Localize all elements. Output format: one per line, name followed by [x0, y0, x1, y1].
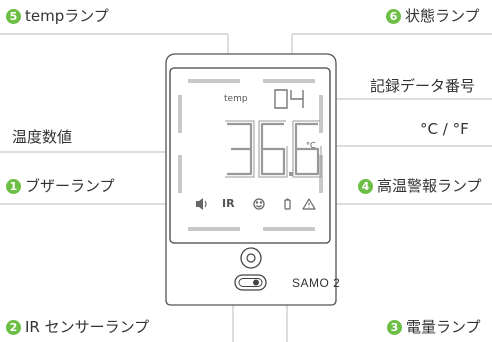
battery-icon	[284, 198, 291, 210]
temp-decimal-point	[289, 172, 293, 176]
warning-icon	[302, 198, 316, 210]
status-bar-left-upper	[178, 95, 182, 133]
status-bar-bottom-left	[188, 227, 240, 231]
slide-switch	[234, 274, 267, 291]
label-status-lamp-text: 状態ランプ	[405, 7, 480, 25]
temp-digit-3	[227, 122, 253, 176]
label-temperature-value: 温度数値	[12, 128, 73, 146]
label-buzzer-lamp: 1 ブザーランプ	[6, 177, 115, 195]
status-bar-left-lower	[178, 155, 182, 193]
label-status-lamp: 6 状態ランプ	[386, 7, 480, 25]
status-bar-bottom-right	[263, 227, 315, 231]
record-number-digits-art	[274, 89, 304, 109]
label-high-temp-alarm-lamp: 4 高温警報ランプ	[358, 177, 482, 195]
callout-number-5: 5	[6, 9, 21, 24]
label-record-number: 記録データ番号	[370, 77, 476, 95]
temp-digit-3-outline	[225, 120, 255, 178]
display-temp-text: temp	[224, 94, 248, 104]
label-ir-sensor-lamp: 2 IR センサーランプ	[6, 318, 149, 336]
label-temp-lamp: 5 tempランプ	[6, 7, 109, 25]
temp-digit-6b	[294, 122, 320, 176]
smiley-icon	[253, 198, 265, 210]
callout-number-6: 6	[386, 9, 401, 24]
display-ir-text: IR	[222, 197, 235, 210]
display-unit-symbol: °C	[306, 141, 316, 150]
power-button	[240, 247, 262, 269]
label-battery-lamp-text: 電量ランプ	[406, 318, 481, 336]
temp-digit-6b-outline	[292, 120, 322, 178]
record-digit-0	[274, 89, 288, 109]
label-ir-sensor-lamp-text: IR センサーランプ	[25, 318, 150, 336]
callout-number-4: 4	[358, 179, 373, 194]
callout-number-2: 2	[6, 320, 21, 335]
device-brand: SAMO 2	[292, 276, 341, 290]
record-digit-4	[290, 90, 304, 108]
temp-digit-6a	[260, 122, 286, 176]
status-bar-right-upper	[319, 95, 323, 133]
label-high-temp-alarm-lamp-text: 高温警報ランプ	[377, 177, 482, 195]
label-temp-lamp-text: tempランプ	[25, 7, 109, 25]
callout-number-3: 3	[387, 320, 402, 335]
temperature-digits-art	[225, 120, 322, 178]
icon-row	[196, 198, 316, 210]
label-unit: °C / °F	[420, 120, 469, 138]
label-buzzer-lamp-text: ブザーランプ	[25, 177, 115, 195]
speaker-icon	[196, 198, 207, 210]
temp-digit-6a-outline	[258, 120, 288, 178]
callout-number-1: 1	[6, 179, 21, 194]
label-battery-lamp: 3 電量ランプ	[387, 318, 481, 336]
status-bar-top-left	[188, 79, 240, 83]
status-bar-top-right	[263, 79, 315, 83]
